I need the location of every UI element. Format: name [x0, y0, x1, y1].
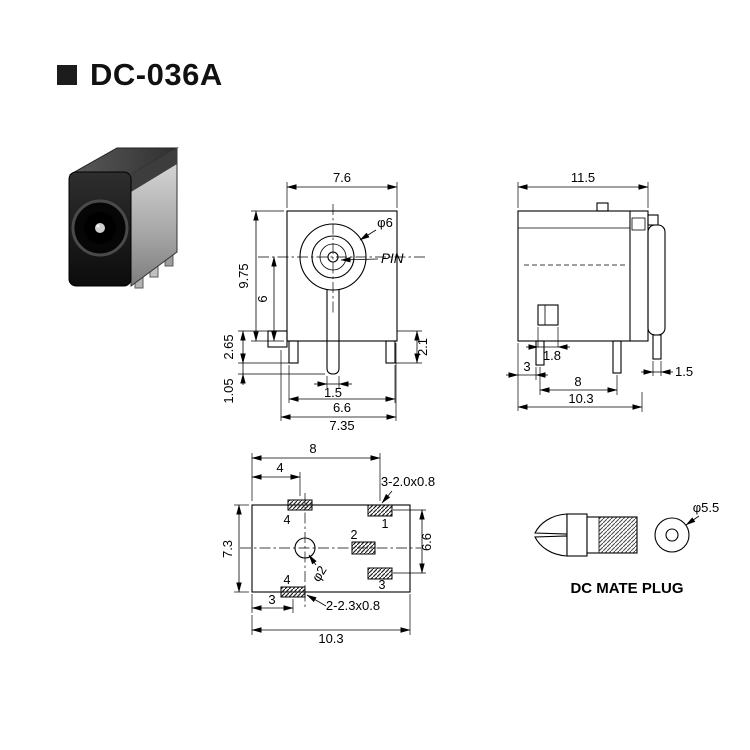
bottom-pin-numbers: 4 1 2 3 4: [284, 513, 389, 592]
bottom-centerlines: [240, 493, 421, 607]
dim-bottom-pin-row-span: 6.6: [419, 533, 434, 551]
page-title: DC-036A: [90, 57, 223, 92]
dim-front-total-height: 9.75: [236, 263, 251, 288]
dim-front-outer-width: 7.35: [329, 418, 354, 433]
pad-2: [351, 541, 376, 555]
photo-port: [71, 199, 129, 257]
dim-bottom-pad-span: 8: [309, 441, 316, 456]
plug-drawing: φ5.5 DC MATE PLUG: [534, 500, 719, 597]
plug-side-view: [534, 513, 638, 557]
header: DC-036A: [57, 57, 223, 93]
plug-caption: DC MATE PLUG: [570, 580, 683, 597]
dim-front-center-height: 6: [255, 295, 270, 302]
dim-side-leg-offset: 3: [523, 359, 530, 374]
pin-number-3: 3: [379, 578, 386, 592]
plug-front-view: [654, 517, 690, 553]
dim-bottom-pad-offset: 4: [276, 460, 283, 475]
dim-bottom-body-depth: 7.3: [220, 540, 235, 558]
front-centerlines: [258, 204, 428, 313]
side-dimensions: 11.5 1.8 3 8 10.3: [506, 170, 693, 412]
pad-3: [367, 567, 393, 580]
pad-1: [367, 504, 393, 517]
component-photo: [68, 147, 179, 289]
dim-front-pin-width: 1.5: [324, 385, 342, 400]
dim-front-right-step: 2.1: [415, 338, 430, 356]
note-bottom-mount-holes: 2-2.3x0.8: [326, 598, 380, 613]
front-body-outline: [267, 210, 398, 375]
dim-side-leg-pitch: 8: [574, 374, 581, 389]
dim-side-contact-width: 1.8: [543, 348, 561, 363]
dim-side-shield-leg: 1.5: [675, 364, 693, 379]
dim-front-inner-width: 6.6: [333, 400, 351, 415]
dim-front-leg-height: 1.05: [221, 378, 236, 403]
dim-bottom-mount-offset: 3: [268, 592, 275, 607]
bottom-view-drawing: 4 1 2 3 4 8 4 7.3 6.6: [220, 441, 435, 646]
side-view-drawing: 11.5 1.8 3 8 10.3: [506, 170, 693, 412]
photo-side-band: [131, 148, 177, 192]
dim-front-top-width: 7.6: [333, 170, 351, 185]
pin-number-2: 2: [351, 528, 358, 542]
note-bottom-signal-holes: 3-2.0x0.8: [381, 474, 435, 489]
bottom-outline: [251, 504, 411, 593]
plug-annotations: φ5.5 DC MATE PLUG: [570, 500, 719, 597]
side-body-outline: [517, 202, 666, 374]
bottom-dimensions: 8 4 7.3 6.6 3 10.3: [220, 441, 435, 646]
pin-number-4-top: 4: [284, 513, 291, 527]
title-bullet-icon: [57, 65, 77, 85]
pad-4-bottom: [280, 586, 306, 598]
label-bottom-center-hole: φ2: [309, 563, 330, 584]
bottom-pads: [280, 499, 393, 598]
label-front-pin: PIN: [381, 251, 404, 266]
dim-side-overall-depth: 10.3: [568, 391, 593, 406]
pin-number-4-bottom: 4: [284, 573, 291, 587]
label-front-barrel-diameter: φ6: [377, 215, 393, 230]
pin-number-1: 1: [382, 517, 389, 531]
dim-side-top-width: 11.5: [571, 170, 595, 185]
dim-bottom-overall-width: 10.3: [318, 631, 343, 646]
pad-4-top: [287, 499, 313, 511]
label-plug-diameter: φ5.5: [693, 500, 720, 515]
front-dimensions: 7.6 9.75 6 2.65 1.05 2.1: [221, 170, 430, 433]
front-view-drawing: 7.6 9.75 6 2.65 1.05 2.1: [221, 170, 430, 433]
dim-front-flange-height: 2.65: [221, 334, 236, 359]
